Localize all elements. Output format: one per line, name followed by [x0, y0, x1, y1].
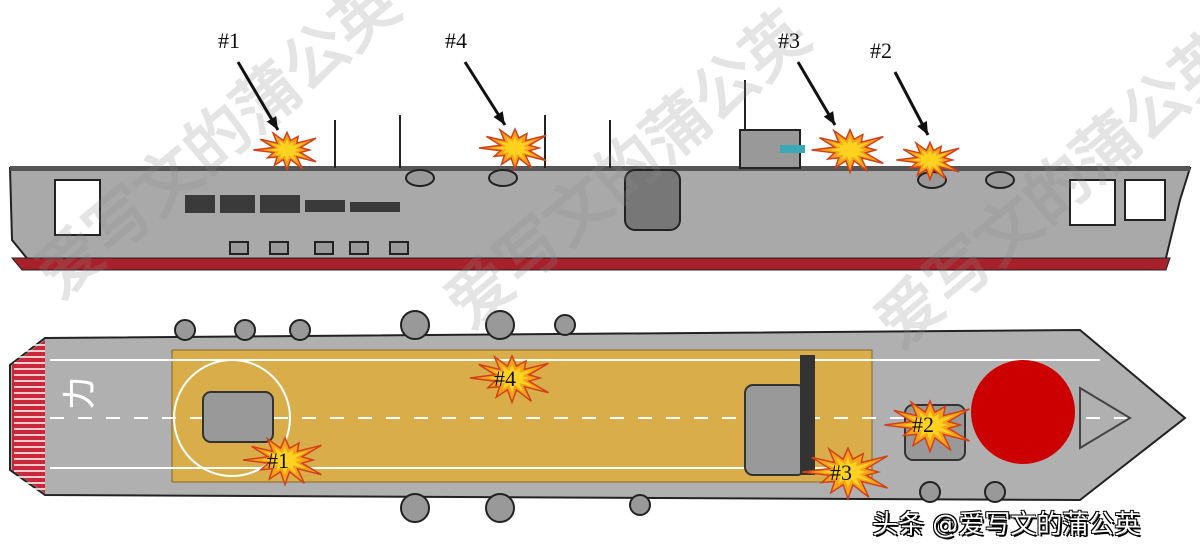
explosion-icon: [827, 137, 870, 164]
side-hit-markers: [236, 61, 960, 182]
credit-text: 头条 @爱写文的蒲公英: [872, 510, 1141, 540]
explosion-icon: [820, 457, 872, 488]
hinomaru: [971, 360, 1075, 464]
arrow-head: [493, 111, 505, 125]
explosion-icon: [493, 136, 534, 161]
arrow: [236, 61, 280, 131]
side-hit-label-4: #4: [445, 28, 467, 53]
top-hit-label-3: #3: [830, 460, 852, 485]
top-hit-label-2: #2: [912, 412, 934, 437]
top-hit-label-4: #4: [494, 366, 516, 391]
top-hit-label-1: #1: [267, 448, 289, 473]
explosion-icon: [902, 410, 954, 441]
side-hit-label-1: #1: [218, 28, 240, 53]
arrow-head: [917, 121, 928, 135]
explosion-icon: [266, 139, 305, 162]
side-hit-label-3: #3: [778, 28, 800, 53]
top-view: カ: [9, 310, 1187, 523]
explosion-icon: [486, 364, 534, 393]
side-profile: [8, 80, 1192, 271]
side-hit-label-2: #2: [870, 38, 892, 63]
arrow-head: [266, 116, 278, 130]
explosion-icon: [259, 446, 307, 475]
explosion-icon: [909, 149, 948, 172]
deck-letter: カ: [58, 374, 102, 412]
arrow-head: [823, 111, 835, 125]
top-hit-markers: [242, 354, 970, 501]
watermark: 爱写文的蒲公英 爱写文的蒲公英 爱写文的蒲公英: [23, 0, 1200, 362]
